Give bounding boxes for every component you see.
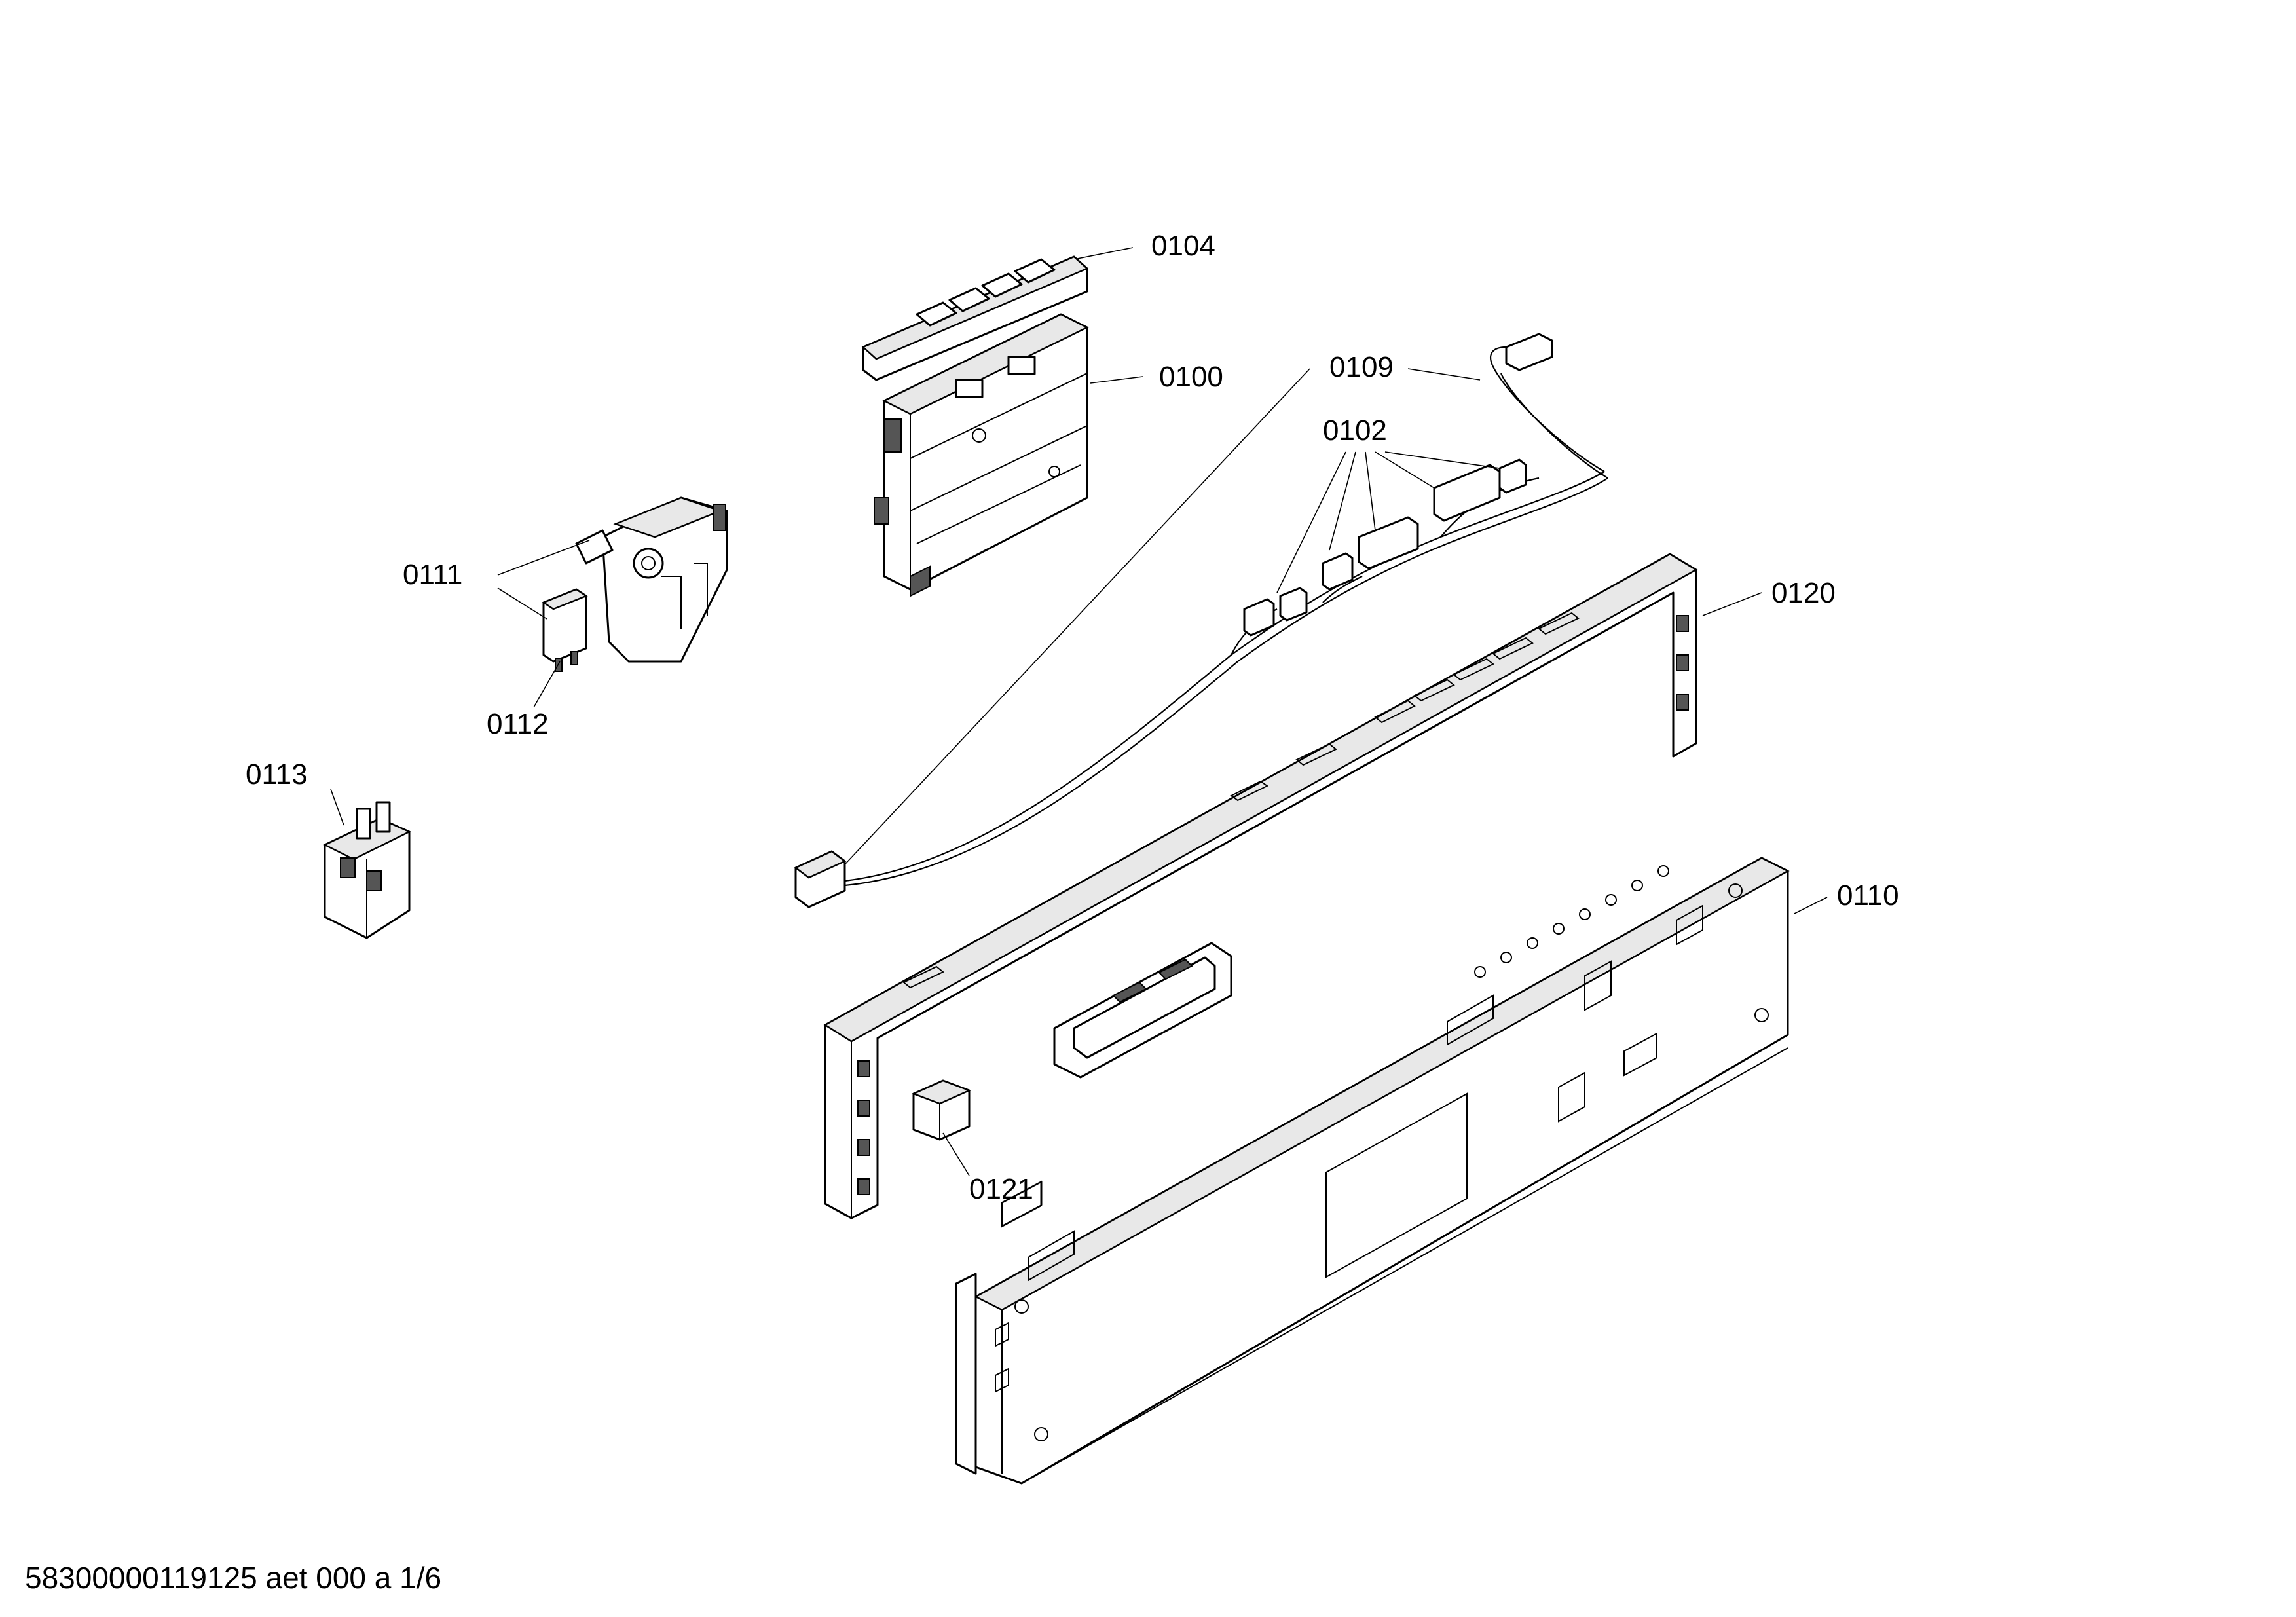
part-0120-panel-frame[interactable] <box>823 553 1698 1219</box>
label-0112: 0112 <box>487 708 549 740</box>
document-code: 58300000119125 aet 000 a 1/6 <box>25 1561 441 1595</box>
part-0111-door-switch[interactable] <box>575 496 728 663</box>
label-0121: 0121 <box>969 1173 1033 1205</box>
label-0109: 0109 <box>1329 351 1394 383</box>
label-0104: 0104 <box>1151 230 1215 262</box>
leader-lines <box>330 247 1828 1176</box>
part-0100-electronic-module[interactable] <box>874 313 1089 597</box>
part-0112-relay[interactable] <box>542 588 588 672</box>
label-0120: 0120 <box>1771 577 1836 609</box>
label-0111: 0111 <box>403 559 462 591</box>
part-0113-connector-block[interactable] <box>323 801 411 939</box>
door-handle-insert <box>1053 942 1232 1079</box>
label-0110: 0110 <box>1837 880 1899 912</box>
part-0104-button-strip[interactable] <box>861 0 1089 381</box>
part-0110-control-panel[interactable] <box>955 857 1790 1485</box>
label-0102: 0102 <box>1323 415 1387 447</box>
part-0102-connectors[interactable] <box>1243 458 1527 637</box>
label-0113: 0113 <box>246 758 308 790</box>
label-0100: 0100 <box>1159 361 1223 393</box>
part-0121-cube[interactable] <box>911 1079 972 1141</box>
